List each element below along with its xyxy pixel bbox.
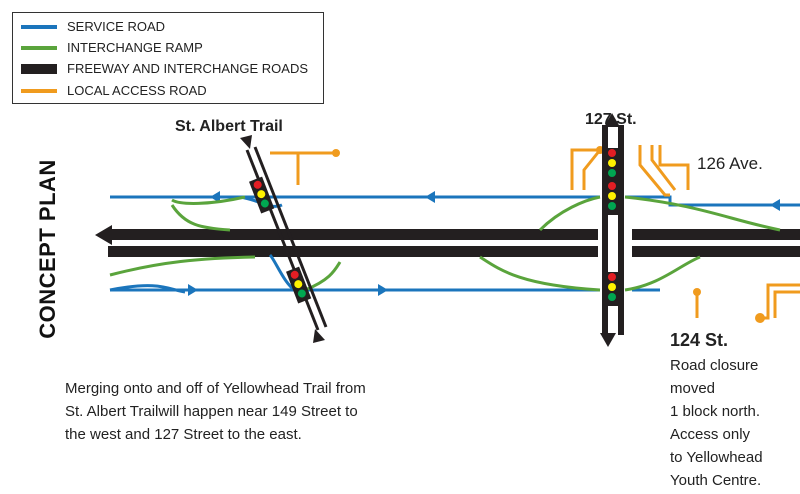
legend-item-local-access: LOCAL ACCESS ROAD [21, 83, 207, 98]
legend-label: FREEWAY AND INTERCHANGE ROADS [67, 61, 309, 76]
legend-item-freeway: FREEWAY AND INTERCHANGE ROADS [21, 61, 308, 76]
legend-label: SERVICE ROAD [67, 19, 166, 34]
caption-line: Merging onto and off of Yellowhead Trail… [65, 380, 366, 397]
legend-item-interchange-ramp: INTERCHANGE RAMP [21, 40, 203, 55]
legend-label: LOCAL ACCESS ROAD [67, 83, 207, 98]
label-124-st: 124 St. [670, 330, 729, 350]
note-line: Road closure [670, 357, 759, 374]
arrow-icon [313, 329, 325, 343]
interchange-ramps [109, 195, 781, 292]
note-line: moved [670, 380, 716, 397]
traffic-signals [249, 148, 619, 306]
st127-road [600, 113, 624, 347]
caption: Merging onto and off of Yellowhead Trail… [65, 377, 366, 446]
note-124-st: Road closure moved 1 block north. Access… [670, 354, 763, 492]
service-roads [109, 195, 800, 294]
label-126-ave: 126 Ave. [697, 154, 763, 173]
label-st-albert-trail: St. Albert Trail [175, 118, 283, 135]
freeway [95, 225, 800, 257]
legend-item-service-road: SERVICE ROAD [21, 19, 165, 34]
note-line: 1 block north. [670, 403, 761, 420]
legend: SERVICE ROAD INTERCHANGE RAMP FREEWAY AN… [12, 12, 324, 104]
caption-line: the west and 127 Street to the east. [65, 426, 302, 443]
note-line: to Yellowhead [670, 449, 763, 466]
note-line: Youth Centre. [670, 472, 762, 489]
arrow-icon [240, 135, 252, 149]
label-127-st: 127 St. [585, 111, 637, 128]
legend-label: INTERCHANGE RAMP [67, 40, 203, 55]
local-access-roads [270, 145, 800, 320]
direction-arrows [188, 191, 780, 296]
caption-line: St. Albert Trailwill happen near 149 Str… [65, 403, 358, 420]
note-line: Access only [670, 426, 751, 443]
